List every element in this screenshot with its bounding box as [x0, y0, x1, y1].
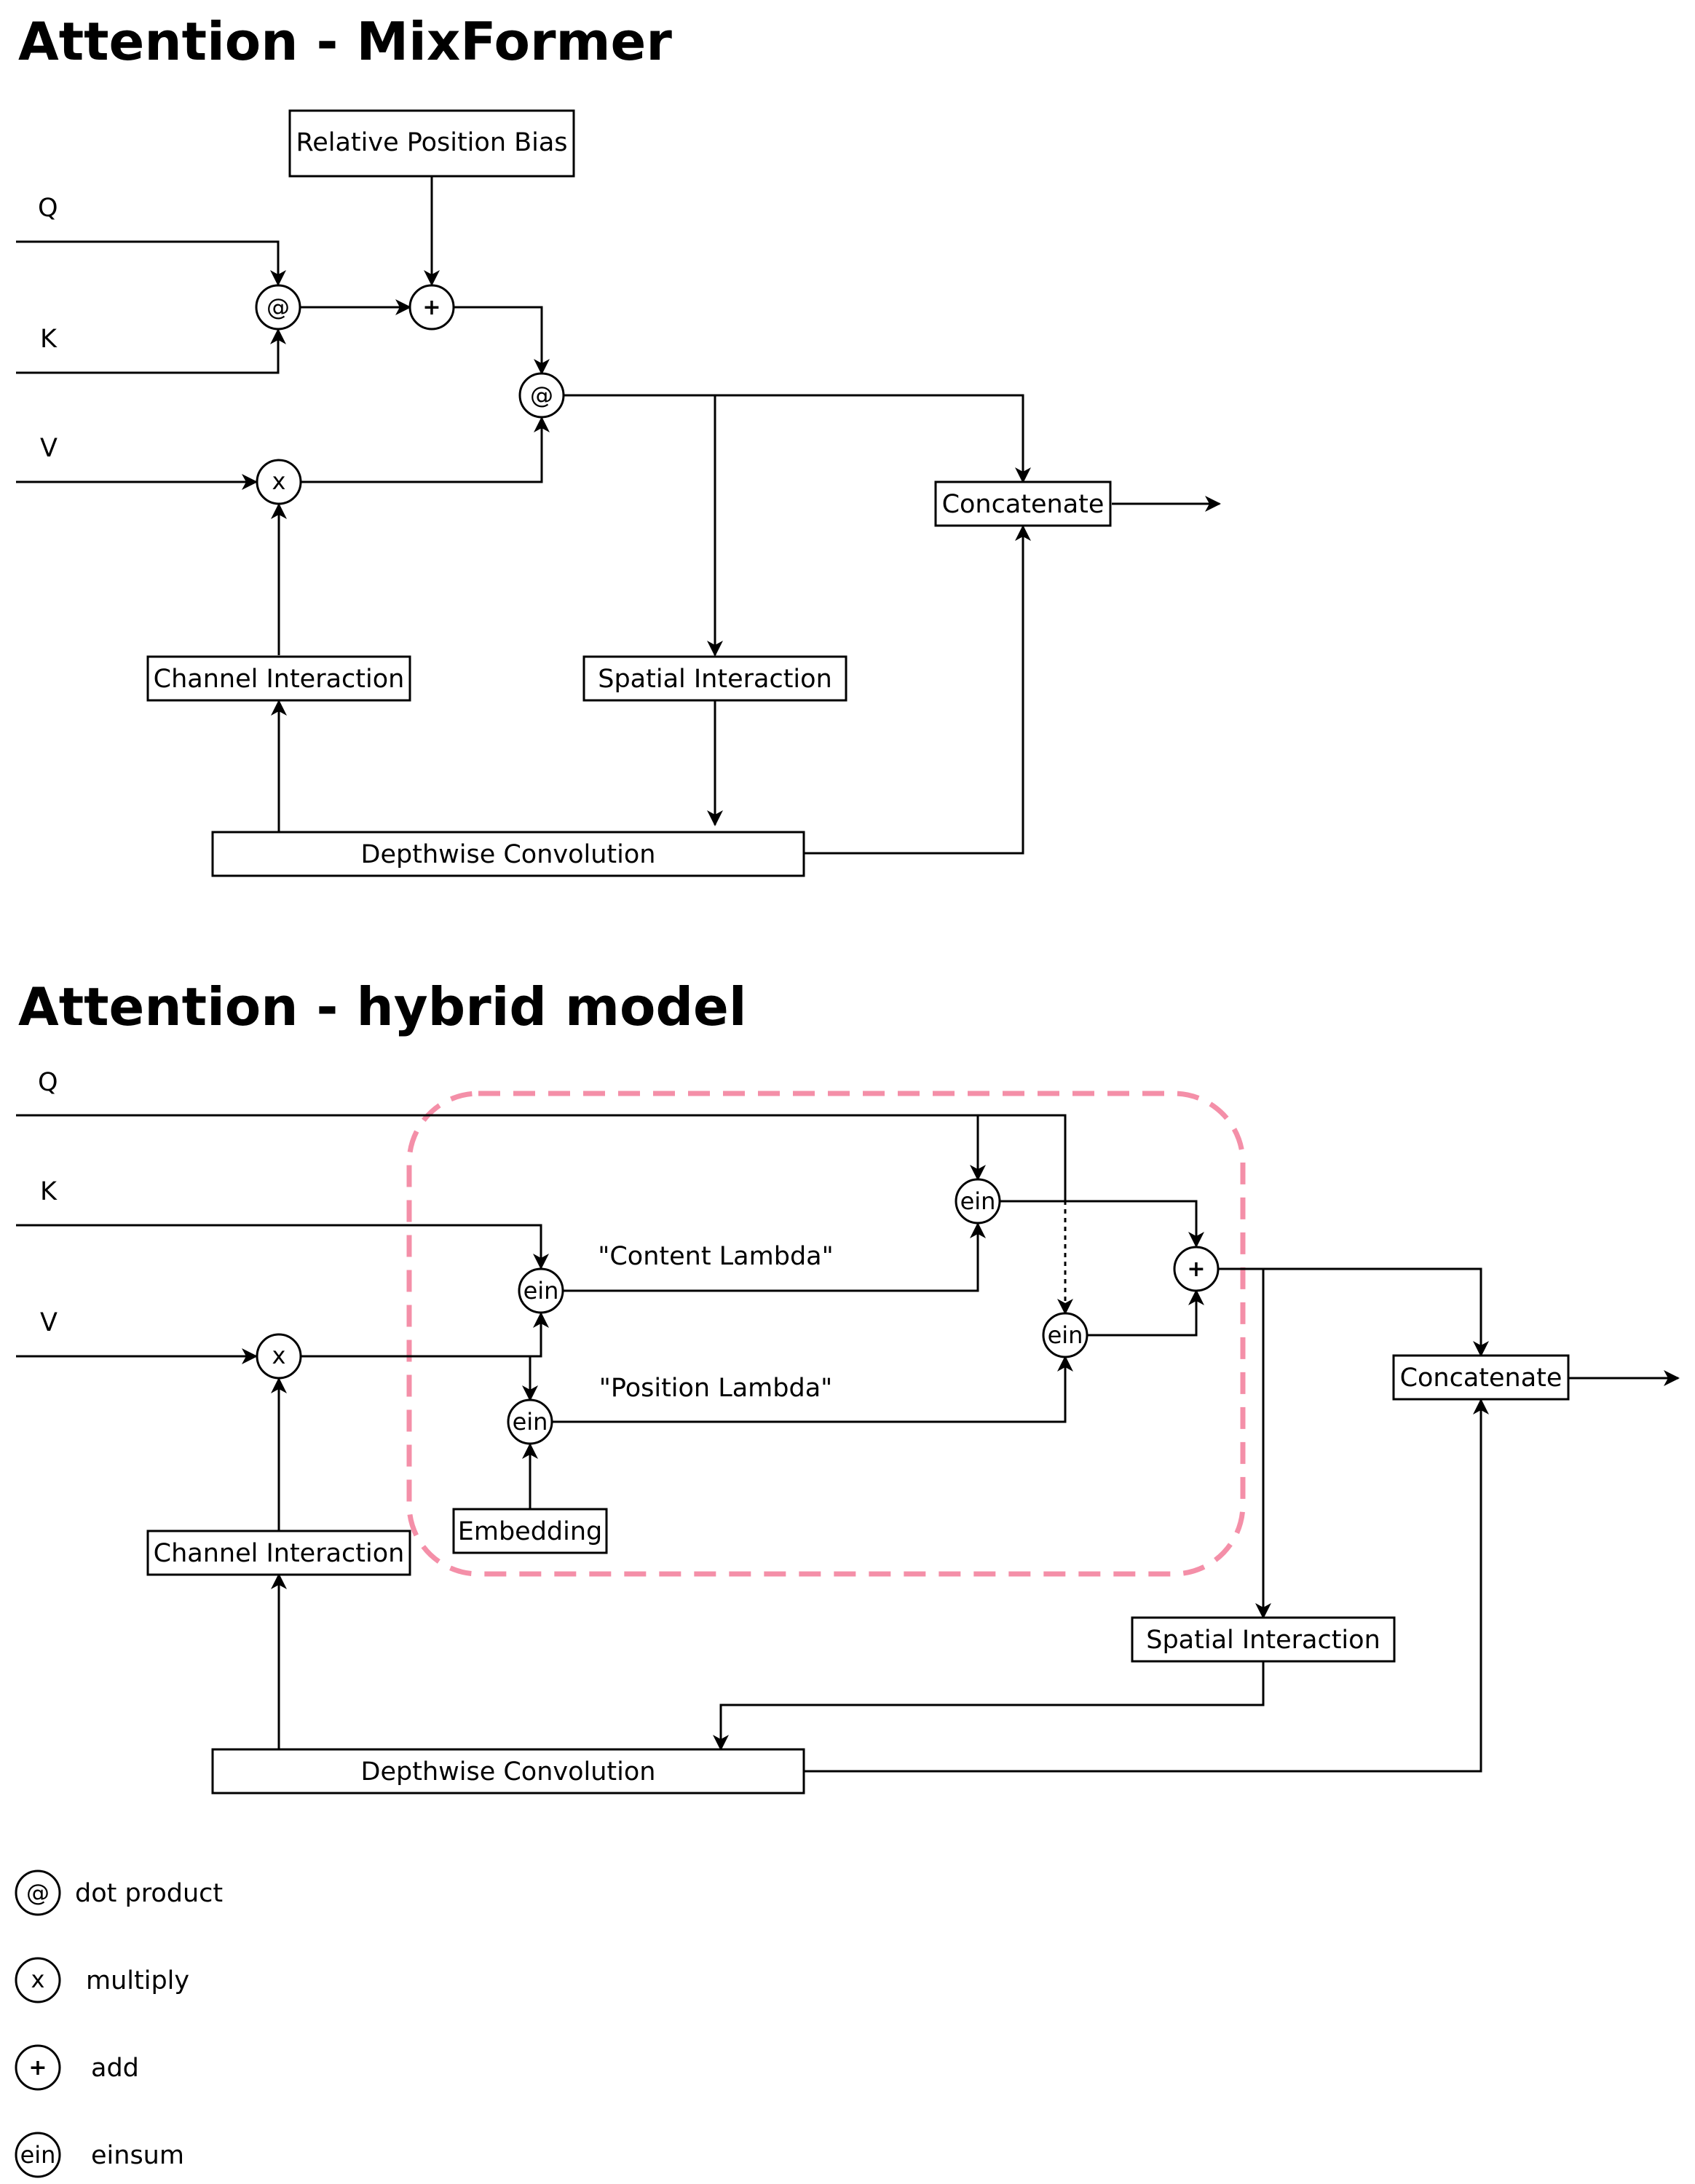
hyb-channel-interaction-box: Channel Interaction: [146, 1530, 411, 1576]
mix-input-v-label: V: [40, 434, 58, 463]
hyb-multiply-node: x: [256, 1333, 302, 1380]
mix-add-symbol: +: [422, 295, 440, 320]
mixformer-title: Attention - MixFormer: [18, 11, 672, 72]
legend-multiply-text: multiply: [86, 1966, 189, 1995]
embedding-label: Embedding: [458, 1517, 603, 1546]
mix-connections: [16, 176, 1221, 855]
mix-concatenate-box: Concatenate: [934, 480, 1112, 527]
mix-spatial-interaction-label: Spatial Interaction: [598, 665, 832, 694]
mix-dot-v-symbol: @: [530, 381, 553, 409]
legend-dot-symbol: @: [26, 1879, 50, 1907]
hyb-depthwise-convolution-label: Depthwise Convolution: [361, 1757, 656, 1787]
hyb-add-node: +: [1173, 1246, 1220, 1292]
relative-position-bias-box: Relative Position Bias: [288, 109, 575, 178]
hyb-spatial-interaction-label: Spatial Interaction: [1146, 1626, 1380, 1655]
hyb-multiply-symbol: x: [272, 1342, 286, 1369]
mix-input-q-label: Q: [38, 194, 58, 223]
mix-channel-interaction-box: Channel Interaction: [146, 655, 411, 702]
embedding-box: Embedding: [452, 1508, 608, 1554]
hyb-input-k-label: K: [40, 1177, 58, 1206]
legend-einsum-symbol: ein: [20, 2141, 56, 2169]
hyb-spatial-interaction-box: Spatial Interaction: [1131, 1616, 1396, 1663]
legend-item-einsum: ein einsum: [15, 2132, 184, 2178]
mix-depthwise-convolution-label: Depthwise Convolution: [361, 840, 656, 869]
einsum-content-kv-symbol: ein: [523, 1277, 559, 1305]
legend-add-text: add: [91, 2054, 139, 2083]
hyb-channel-interaction-label: Channel Interaction: [154, 1539, 405, 1568]
mix-dot-product-qk-node: @: [255, 284, 301, 331]
mix-dot-product-v-node: @: [518, 372, 565, 419]
legend-einsum-text: einsum: [91, 2141, 184, 2170]
hyb-concatenate-box: Concatenate: [1392, 1354, 1570, 1401]
hyb-input-v-label: V: [40, 1308, 58, 1337]
position-lambda-label: "Position Lambda": [599, 1374, 833, 1403]
legend-item-dot-product: @ dot product: [15, 1870, 223, 1916]
legend-add-symbol: +: [28, 2055, 47, 2081]
mix-multiply-symbol: x: [272, 467, 286, 495]
hyb-depthwise-convolution-box: Depthwise Convolution: [211, 1748, 805, 1795]
mix-depthwise-convolution-box: Depthwise Convolution: [211, 831, 805, 877]
einsum-content-q-symbol: ein: [960, 1187, 996, 1215]
mix-concatenate-label: Concatenate: [942, 490, 1105, 519]
legend: @ dot product x multiply + add ein einsu…: [15, 1870, 223, 2178]
einsum-position-symbol: ein: [513, 1408, 548, 1436]
legend-item-add: + add: [15, 2044, 139, 2091]
hyb-input-q-label: Q: [38, 1068, 58, 1097]
legend-dot-text: dot product: [75, 1879, 223, 1908]
hyb-add-symbol: +: [1187, 1257, 1205, 1282]
einsum-content-q-node: ein: [955, 1178, 1001, 1224]
relative-position-bias-label: Relative Position Bias: [296, 128, 567, 157]
mix-dot-qk-symbol: @: [266, 293, 290, 321]
hyb-connections: [16, 1114, 1680, 1773]
hyb-concatenate-label: Concatenate: [1400, 1364, 1562, 1393]
legend-item-multiply: x multiply: [15, 1957, 189, 2003]
legend-multiply-symbol: x: [31, 1966, 45, 1993]
lambda-highlight-region: [406, 1091, 1246, 1577]
hybrid-diagram: Attention - hybrid model Q K V: [16, 976, 1680, 1795]
mix-input-k-label: K: [40, 325, 58, 354]
mix-channel-interaction-label: Channel Interaction: [154, 665, 405, 694]
mixformer-diagram: Attention - MixFormer Q K V Relative Pos…: [16, 11, 1221, 877]
einsum-position-q-symbol: ein: [1048, 1321, 1083, 1349]
einsum-position-q-node: ein: [1042, 1312, 1088, 1358]
hybrid-title: Attention - hybrid model: [18, 976, 747, 1037]
einsum-content-kv-node: ein: [518, 1267, 564, 1314]
mix-add-bias-node: +: [408, 284, 455, 331]
einsum-position-node: ein: [507, 1398, 553, 1445]
mix-multiply-node: x: [256, 459, 302, 505]
content-lambda-label: "Content Lambda": [598, 1242, 833, 1271]
mix-spatial-interaction-box: Spatial Interaction: [582, 655, 848, 702]
